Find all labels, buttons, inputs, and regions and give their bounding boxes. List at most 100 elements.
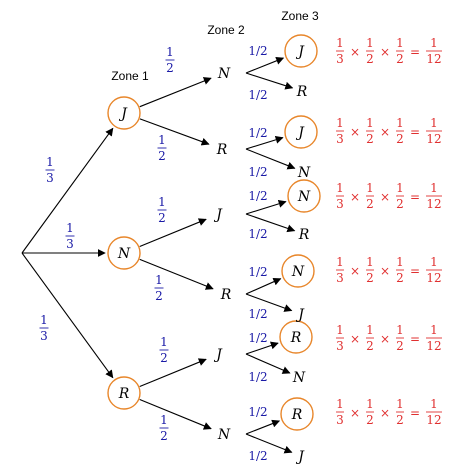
level3-node-9: N (292, 370, 306, 386)
result-4-value: 112 (426, 323, 442, 353)
result-5-frac-2-num: 1 (366, 397, 374, 411)
result-0-frac-3-den: 2 (396, 52, 404, 66)
level2-prob-2: 12 (157, 195, 167, 225)
level2-node-1: R (216, 142, 228, 158)
level3-prob-2: 1/2 (248, 126, 267, 140)
result-0-equals: = (410, 45, 420, 59)
result-2-frac-2-den: 2 (366, 197, 374, 211)
level1-prob-2: 13 (39, 313, 49, 343)
result-4-frac-3-num: 1 (396, 323, 404, 337)
result-3-value: 112 (426, 255, 442, 285)
level3-prob-5: 1/2 (248, 227, 267, 241)
zone-3-label: Zone 3 (281, 9, 319, 23)
result-4-frac-2-num: 1 (366, 323, 374, 337)
result-0-value-den: 12 (426, 52, 441, 66)
result-1-value: 112 (426, 116, 442, 146)
result-5-frac-1: 13 (336, 397, 344, 427)
zone-1-label: Zone 1 (111, 69, 149, 83)
branch-l2-l3-6 (245, 277, 282, 295)
level1-prob-2-num: 1 (40, 313, 48, 327)
result-5-frac-3-den: 2 (396, 413, 404, 427)
level3-prob-3: 1/2 (248, 165, 267, 179)
result-4-frac-3-den: 2 (396, 339, 404, 353)
result-1-frac-1-den: 3 (336, 132, 344, 146)
result-2-frac-1-num: 1 (336, 181, 344, 195)
result-4-frac-3: 12 (396, 323, 404, 353)
level2-prob-2-num: 1 (158, 195, 166, 209)
level3-prob-10: 1/2 (248, 405, 267, 419)
branch-l2-l3-10 (245, 419, 281, 435)
result-4-value-num: 1 (430, 323, 438, 337)
level1-prob-1: 13 (65, 221, 75, 251)
level2-node-3: R (220, 287, 232, 303)
result-1-frac-2: 12 (366, 116, 374, 146)
result-0-frac-2: 12 (366, 36, 374, 66)
result-2-frac-1-den: 3 (336, 197, 344, 211)
level3-prob-8: 1/2 (248, 331, 267, 345)
level1-prob-2-den: 3 (40, 329, 48, 343)
branch-l2-l3-8 (245, 341, 279, 355)
level1-node-0: J (118, 106, 128, 122)
level3-circle-6 (281, 254, 315, 288)
result-5-equals: = (410, 406, 420, 420)
branch-l2-l3-9 (245, 353, 291, 374)
result-4-equals: = (410, 332, 420, 346)
result-0-times-2: × (380, 45, 390, 59)
level3-prob-4: 1/2 (248, 189, 267, 203)
result-2-frac-1: 13 (336, 181, 344, 211)
level2-node-2: J (213, 207, 223, 223)
branch-l1-l2-0 (139, 77, 212, 108)
level2-node-5: N (217, 427, 231, 443)
result-5-frac-1-num: 1 (336, 397, 344, 411)
level1-prob-0-den: 3 (46, 171, 54, 185)
result-2-times-1: × (350, 190, 360, 204)
level2-prob-3-num: 1 (155, 273, 163, 287)
result-1-frac-1: 13 (336, 116, 344, 146)
result-1-frac-2-den: 2 (366, 132, 374, 146)
result-1-frac-3-num: 1 (396, 116, 404, 130)
branch-l2-l3-11 (245, 433, 293, 454)
level3-node-1: R (296, 84, 308, 100)
branch-lines (21, 57, 296, 454)
result-0-frac-3-num: 1 (396, 36, 404, 50)
level2-prob-5: 12 (159, 413, 169, 443)
result-0-frac-2-den: 2 (366, 52, 374, 66)
result-1-value-num: 1 (430, 116, 438, 130)
result-0-frac-1-den: 3 (336, 52, 344, 66)
level3-node-11: J (295, 449, 305, 465)
result-3-frac-3: 12 (396, 255, 404, 285)
result-3-times-1: × (350, 264, 360, 278)
level3-prob-0: 1/2 (248, 44, 267, 58)
level1-prob-1-num: 1 (66, 221, 74, 235)
level2-prob-0-den: 2 (166, 61, 174, 75)
level1-prob-1-den: 3 (66, 237, 74, 251)
result-3-frac-3-den: 2 (396, 271, 404, 285)
level3-node-8: R (290, 330, 302, 346)
result-4-times-1: × (350, 332, 360, 346)
level2-prob-1-num: 1 (158, 133, 166, 147)
result-1-frac-1-num: 1 (336, 116, 344, 130)
level1-prob-0: 13 (45, 155, 55, 185)
outcome-circles (107, 34, 321, 431)
level3-node-3: N (297, 165, 311, 181)
result-0-frac-3: 12 (396, 36, 404, 66)
level2-prob-2-den: 2 (158, 211, 166, 225)
level2-prob-0-num: 1 (166, 45, 174, 59)
level1-circle-0 (107, 96, 141, 130)
result-1-times-2: × (380, 125, 390, 139)
result-2-frac-3-num: 1 (396, 181, 404, 195)
level2-prob-5-num: 1 (160, 413, 168, 427)
branch-l1-l2-2 (139, 218, 207, 248)
result-3-frac-1-den: 3 (336, 271, 344, 285)
result-0-value: 112 (426, 36, 442, 66)
result-5-frac-2: 12 (366, 397, 374, 427)
level2-prob-4-num: 1 (160, 335, 168, 349)
level3-node-0: J (295, 44, 305, 60)
level1-node-1: N (117, 246, 131, 262)
level2-prob-3: 12 (154, 273, 164, 303)
result-2-equals: = (410, 190, 420, 204)
level2-prob-0: 12 (165, 45, 175, 75)
level3-prob-6: 1/2 (248, 265, 267, 279)
branch-l2-l3-7 (245, 293, 293, 312)
